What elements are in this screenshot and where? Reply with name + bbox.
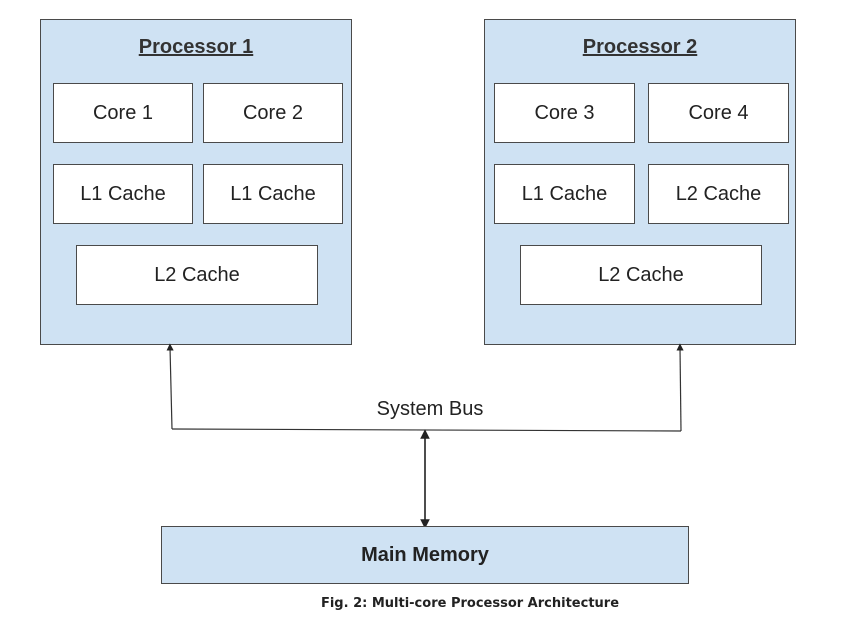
bus-line-to-processor-2 [676,343,684,432]
core-4-box: Core 4 [648,83,789,143]
system-bus-label: System Bus [376,398,484,420]
bus-horizontal-line [171,428,682,432]
processor-2-title: Processor 2 [582,36,698,58]
core-3-box: Core 3 [494,83,635,143]
p2-cache-1-box: L1 Cache [494,164,635,224]
p2-l2-cache-box: L2 Cache [520,245,762,305]
main-memory-box: Main Memory [161,526,689,584]
p2-cache-2-box: L2 Cache [648,164,789,224]
core-2-box: Core 2 [203,83,343,143]
figure-caption: Fig. 2: Multi-core Processor Architectur… [320,596,620,611]
processor-2: Processor 2 Core 3 Core 4 L1 Cache L2 Ca… [484,19,796,345]
p1-cache-2-box: L1 Cache [203,164,343,224]
p1-cache-1-box: L1 Cache [53,164,193,224]
processor-1: Processor 1 Core 1 Core 2 L1 Cache L1 Ca… [40,19,352,345]
bus-line-to-processor-1 [166,343,174,430]
p1-l2-cache-box: L2 Cache [76,245,318,305]
core-1-box: Core 1 [53,83,193,143]
processor-1-title: Processor 1 [138,36,254,58]
